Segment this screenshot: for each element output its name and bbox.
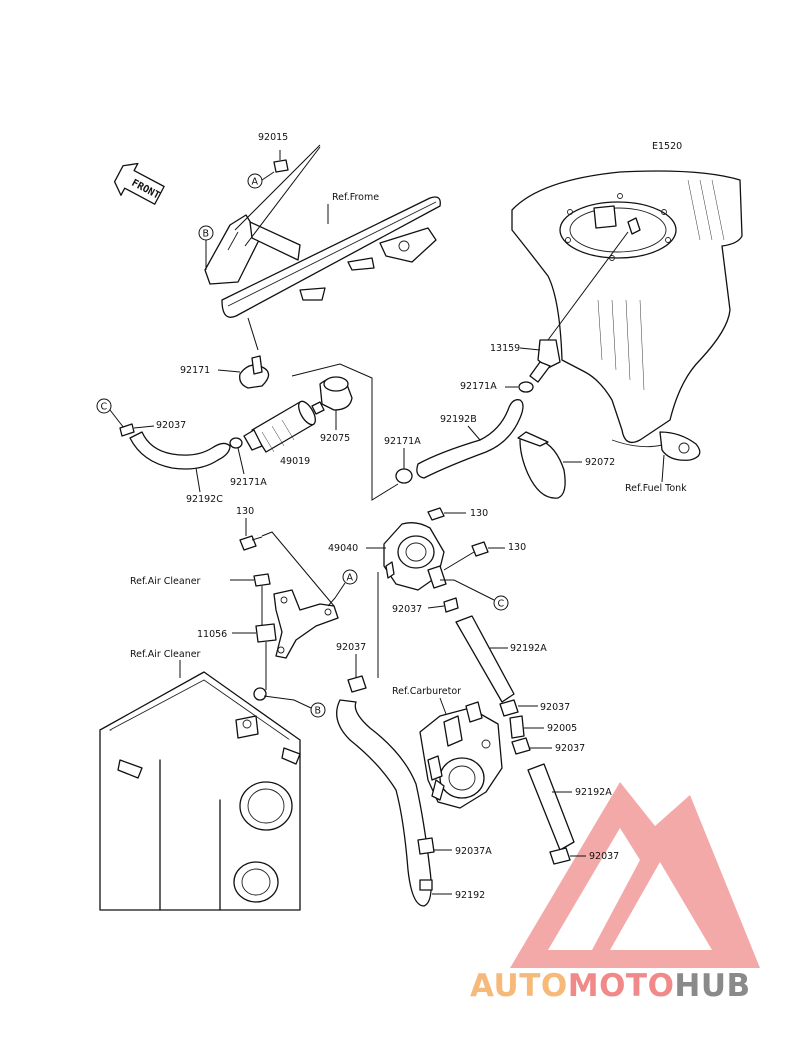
label-ref-frame: Ref.Frome: [332, 192, 379, 203]
bolt-92015: [273, 150, 289, 173]
watermark-text-hub: HUB: [674, 968, 750, 1004]
clamp-92171a-mid: [395, 468, 413, 484]
bolt-130-top: [427, 507, 445, 521]
fuel-pump-49040: [383, 522, 447, 591]
svg-text:C: C: [498, 599, 505, 610]
holder-92075: [319, 376, 353, 411]
watermark-triangle-inner2: [610, 862, 712, 950]
fitting-92192: [419, 879, 433, 891]
svg-text:AUTOMOTOHUB: AUTOMOTOHUB: [470, 968, 751, 1004]
watermark-text-auto: AUTO: [470, 968, 568, 1004]
fuel-filter-49019: [243, 400, 325, 453]
label-92192a-bottom: 92192A: [575, 787, 612, 798]
label-92037-left2: 92037: [336, 642, 366, 653]
callout-a-mid: A: [327, 569, 358, 607]
hose-92192a-top: [455, 615, 515, 703]
clamp-92171a-top: [518, 381, 534, 393]
label-13159: 13159: [490, 343, 520, 354]
label-92037a: 92037A: [455, 846, 492, 857]
label-11056: 11056: [197, 629, 227, 640]
label-ref-air-cleaner-2: Ref.Air Cleaner: [130, 649, 201, 660]
label-92192a-top: 92192A: [510, 643, 547, 654]
svg-text:C: C: [101, 402, 108, 413]
bolt-air-cleaner: [253, 573, 271, 628]
label-92171a-mid: 92171A: [384, 436, 421, 447]
clamp-92171a-left: [229, 437, 243, 449]
label-92171a-top: 92171A: [460, 381, 497, 392]
diagram-code: E1520: [652, 141, 682, 152]
fuel-tank-drawing: [511, 170, 743, 461]
label-92005: 92005: [547, 723, 577, 734]
label-92192: 92192: [455, 890, 485, 901]
label-ref-carburetor: Ref.Carburetor: [392, 686, 461, 697]
clip-92037-left2: [347, 675, 367, 693]
clamp-92171: [239, 355, 270, 389]
watermark-triangle-inner: [548, 828, 640, 950]
label-92192b: 92192B: [440, 414, 477, 425]
hose-92192: [336, 699, 432, 907]
callout-c-right: C: [440, 579, 509, 611]
svg-text:A: A: [252, 177, 259, 188]
label-ref-air-cleaner-1: Ref.Air Cleaner: [130, 576, 201, 587]
grommet-11056: [255, 623, 277, 643]
front-arrow-icon: FRONT: [113, 162, 165, 205]
clip-92037-left: [119, 423, 135, 437]
label-92171: 92171: [180, 365, 210, 376]
label-130-top: 130: [470, 508, 488, 519]
svg-text:B: B: [315, 706, 322, 717]
label-92037-mid: 92037: [392, 604, 422, 615]
label-130-left: 130: [236, 506, 254, 517]
svg-text:B: B: [203, 229, 210, 240]
frame-drawing: [204, 144, 441, 351]
air-cleaner-box-drawing: [99, 671, 301, 911]
label-92037-left: 92037: [156, 420, 186, 431]
label-92015: 92015: [258, 132, 288, 143]
clip-92037-r3: [549, 847, 571, 865]
callout-a-top: A: [247, 171, 275, 189]
label-92037-r2: 92037: [555, 743, 585, 754]
bracket-11056: [273, 589, 339, 659]
label-92037-r1: 92037: [540, 702, 570, 713]
label-92072: 92072: [585, 457, 615, 468]
label-92037-r3: 92037: [589, 851, 619, 862]
callout-b-lower: B: [263, 695, 326, 718]
clip-92037-mid: [443, 597, 459, 613]
label-ref-fuel-tank: Ref.Fuel Tonk: [625, 483, 687, 494]
label-92192c: 92192C: [186, 494, 223, 505]
clip-92037-r2: [511, 737, 531, 755]
callout-b-top: B: [198, 225, 214, 270]
fitting-92005: [509, 715, 525, 739]
bolt-130-right: [471, 541, 489, 557]
svg-text:A: A: [347, 573, 354, 584]
carburetor-drawing: [419, 701, 503, 809]
fitting-13159: [529, 231, 629, 383]
hose-92192a-bottom: [527, 763, 575, 851]
clip-92037-r1: [499, 699, 519, 717]
bolt-130-left: [239, 535, 263, 551]
label-49019: 49019: [280, 456, 310, 467]
label-92075: 92075: [320, 433, 350, 444]
hose-92192c: [129, 431, 231, 470]
clip-92037a: [417, 837, 435, 855]
label-49040: 49040: [328, 543, 358, 554]
label-92171a-left: 92171A: [230, 477, 267, 488]
callout-c-left: C: [96, 398, 125, 429]
band-92072: [517, 431, 566, 499]
label-130-right: 130: [508, 542, 526, 553]
watermark-text-moto: MOTO: [568, 968, 675, 1004]
hose-92192b: [416, 399, 524, 479]
watermark-logo: AUTOMOTOHUB: [470, 782, 760, 1004]
